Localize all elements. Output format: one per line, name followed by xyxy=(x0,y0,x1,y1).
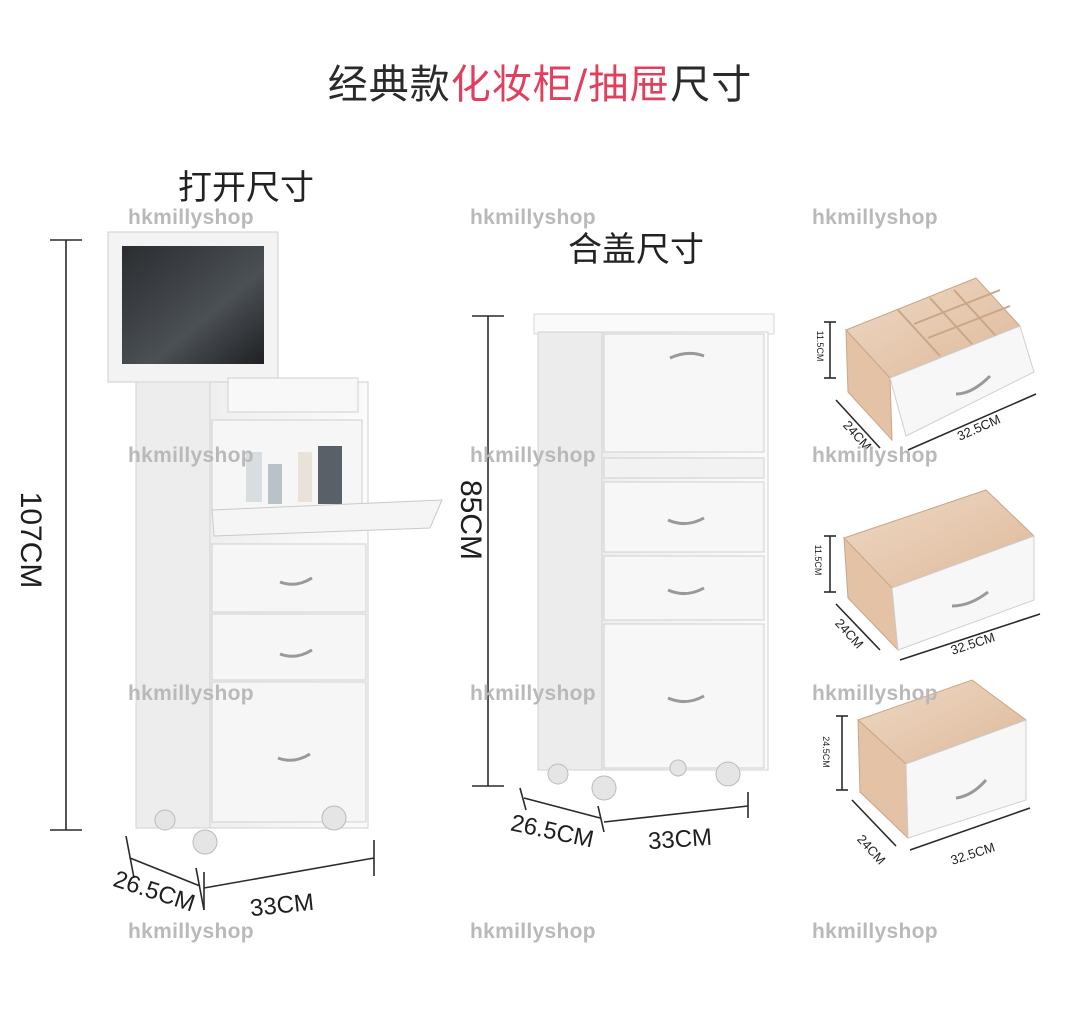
closed-size-label: 合盖尺寸 xyxy=(568,230,704,270)
watermark: hkmillyshop xyxy=(470,682,596,705)
watermark: hkmillyshop xyxy=(128,206,254,229)
drawer2-height: 11.5CM xyxy=(813,544,823,576)
watermark: hkmillyshop xyxy=(470,206,596,229)
watermark: hkmillyshop xyxy=(128,920,254,943)
drawer-medium xyxy=(843,489,1035,652)
drawer1-height: 11.5CM xyxy=(815,330,825,362)
organizer-drawer xyxy=(845,277,1035,442)
watermark: hkmillyshop xyxy=(470,444,596,467)
watermark: hkmillyshop xyxy=(812,206,938,229)
open-cabinet xyxy=(107,231,443,855)
open-height-dimension: 107CM xyxy=(14,491,47,589)
open-size-label: 打开尺寸 xyxy=(178,168,314,208)
watermark: hkmillyshop xyxy=(812,682,938,705)
watermark: hkmillyshop xyxy=(470,920,596,943)
page-title: 经典款化妆柜/抽屉尺寸 xyxy=(0,52,1080,110)
watermark: hkmillyshop xyxy=(812,444,938,467)
watermark: hkmillyshop xyxy=(812,920,938,943)
closed-height-dimension: 85CM xyxy=(454,479,487,561)
drawer3-height: 24.5CM xyxy=(821,736,831,768)
dimension-lines xyxy=(50,239,1041,911)
title-part-2: 化妆柜/抽屉 xyxy=(450,62,671,108)
title-part-1: 经典款 xyxy=(327,62,451,108)
drawer-deep xyxy=(857,679,1028,840)
watermark: hkmillyshop xyxy=(128,444,254,467)
title-part-3: 尺寸 xyxy=(670,62,753,108)
watermark: hkmillyshop xyxy=(128,682,254,705)
closed-cabinet xyxy=(533,313,775,801)
closed-width-dimension: 33CM xyxy=(647,823,713,856)
